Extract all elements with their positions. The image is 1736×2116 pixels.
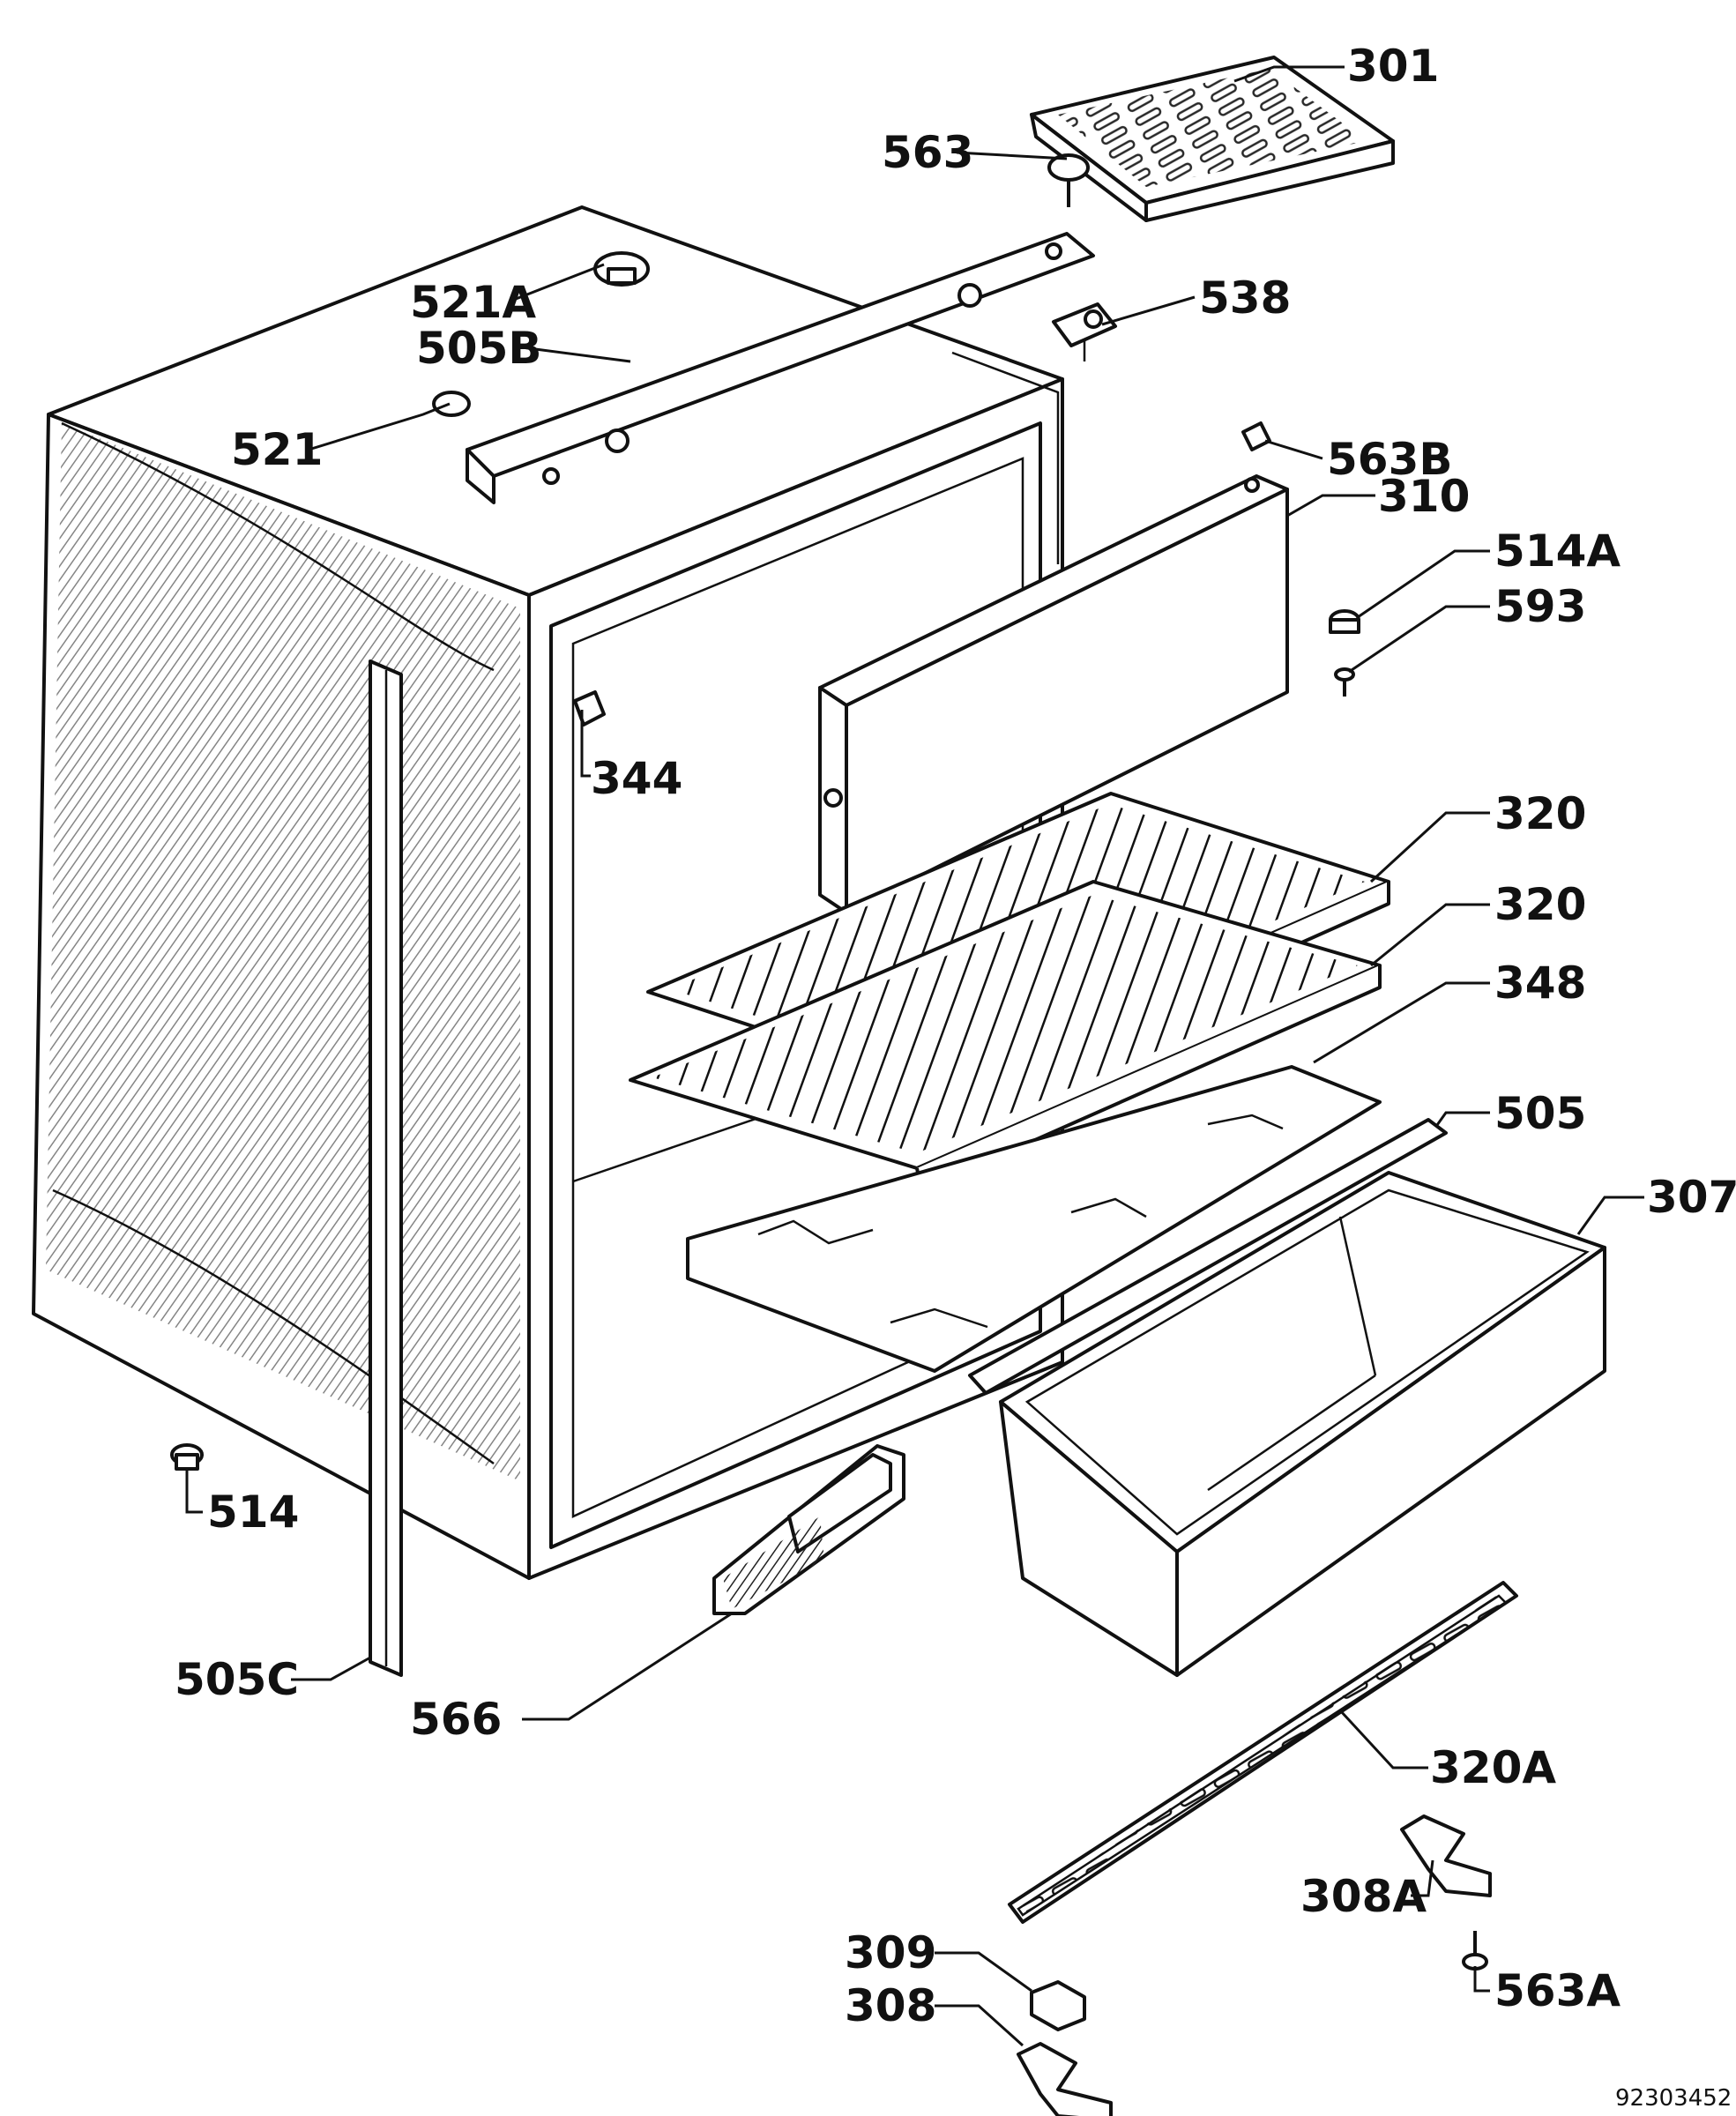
label-344: 344 — [591, 753, 682, 804]
shelf-strip-505 — [968, 1118, 1448, 1395]
label-593: 593 — [1494, 581, 1586, 632]
document-id: 92303452 — [1615, 2085, 1732, 2112]
label-566: 566 — [410, 1694, 502, 1745]
glass-shelf-348 — [686, 1065, 1382, 1373]
screw-563A — [1462, 1931, 1488, 1971]
label-348: 348 — [1494, 957, 1586, 1009]
label-514A: 514A — [1494, 525, 1621, 577]
label-505C: 505C — [175, 1654, 299, 1705]
thermostat-566 — [712, 1444, 905, 1615]
stop-309 — [1030, 1980, 1086, 2031]
label-521A: 521A — [410, 277, 536, 328]
wire-shelf-lower-320 — [629, 880, 1382, 1192]
crisper-cover-310 — [818, 474, 1289, 914]
label-308: 308 — [845, 1980, 936, 2031]
hinge-pin-538 — [1052, 302, 1117, 361]
ice-tray-301 — [1030, 56, 1395, 222]
door-gasket-505C — [369, 659, 403, 1677]
label-310: 310 — [1378, 471, 1470, 522]
label-309: 309 — [845, 1927, 936, 1978]
label-307: 307 — [1647, 1172, 1736, 1223]
label-563A: 563A — [1494, 1965, 1621, 2016]
plug-521A — [593, 251, 650, 287]
screw-593 — [1334, 667, 1355, 697]
label-320-upper: 320 — [1494, 788, 1586, 839]
label-563B: 563B — [1327, 434, 1452, 485]
label-308A: 308A — [1300, 1871, 1427, 1922]
label-320A: 320A — [1430, 1742, 1556, 1793]
label-521: 521 — [231, 424, 323, 475]
cap-514A — [1329, 609, 1360, 634]
label-563: 563 — [882, 127, 973, 178]
bracket-308 — [1017, 2042, 1113, 2116]
screw-563 — [1047, 153, 1090, 207]
label-505B: 505B — [416, 323, 541, 374]
label-301: 301 — [1347, 41, 1439, 92]
leader-lines — [185, 65, 1644, 2047]
part-labels: 301 563 521A 538 505B 521 563B 310 514A … — [175, 41, 1736, 2031]
label-320-lower: 320 — [1494, 879, 1586, 930]
label-538: 538 — [1199, 272, 1291, 324]
shelf-rail-320A — [1008, 1581, 1518, 1924]
crisper-drawer-307 — [999, 1171, 1606, 1677]
foot-514 — [170, 1443, 204, 1471]
label-514: 514 — [207, 1486, 299, 1538]
label-505: 505 — [1494, 1088, 1586, 1139]
bracket-308A — [1400, 1814, 1492, 1897]
plug-521 — [432, 391, 471, 417]
top-hinge-plate-505B — [466, 232, 1095, 504]
clip-563B — [1241, 421, 1271, 451]
